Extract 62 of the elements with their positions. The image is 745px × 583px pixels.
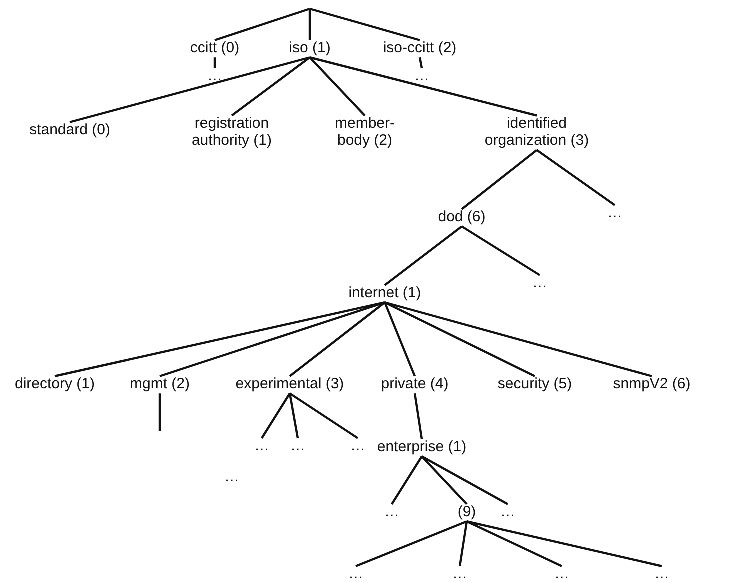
tree-line bbox=[288, 393, 300, 439]
tree-line bbox=[414, 393, 424, 440]
tree-node-label: … bbox=[348, 565, 364, 583]
tree-line bbox=[310, 56, 538, 117]
tree-node-label: … bbox=[208, 67, 222, 85]
tree-line bbox=[384, 226, 463, 286]
tree-node-label: enterprise (1) bbox=[377, 438, 467, 456]
tree-line bbox=[384, 302, 652, 378]
tree-line bbox=[214, 8, 310, 42]
tree-line bbox=[461, 226, 541, 276]
tree-node-label: standard (0) bbox=[30, 121, 110, 139]
tree-line bbox=[466, 520, 562, 568]
tree-node-label: experimental (3) bbox=[236, 375, 344, 393]
tree-line bbox=[356, 520, 468, 568]
tree-node-label: … bbox=[254, 437, 270, 455]
tree-line bbox=[461, 149, 538, 210]
tree-node-label: … bbox=[290, 437, 306, 455]
tree-node-label: dod (6) bbox=[438, 208, 486, 226]
tree-line bbox=[261, 393, 291, 439]
tree-node-label: security (5) bbox=[498, 375, 572, 393]
tree-node-label: member-body (2) bbox=[333, 114, 397, 150]
tree-line bbox=[289, 392, 359, 440]
tree-line bbox=[466, 520, 662, 568]
tree-node-label: … bbox=[554, 565, 570, 583]
tree-node-label: iso-ccitt (2) bbox=[383, 39, 457, 57]
tree-line bbox=[54, 302, 386, 378]
tree-line bbox=[289, 302, 386, 378]
tree-node-label: … bbox=[500, 503, 516, 521]
tree-node-label: … bbox=[452, 565, 468, 583]
tree-node-label: … bbox=[608, 204, 622, 222]
tree-node-label: internet (1) bbox=[348, 284, 422, 302]
tree-node-label: … bbox=[384, 503, 400, 521]
tree-line bbox=[308, 9, 312, 40]
tree-line bbox=[158, 394, 162, 431]
tree-line bbox=[458, 521, 468, 567]
tree-line bbox=[418, 57, 424, 69]
tree-line bbox=[310, 8, 420, 42]
tree-node-label: … bbox=[414, 67, 430, 85]
tree-node-label: … bbox=[532, 274, 548, 292]
tree-node-label: directory (1) bbox=[14, 375, 96, 393]
tree-node-label: private (4) bbox=[381, 375, 449, 393]
tree-node-label: snmpV2 (6) bbox=[613, 375, 691, 393]
tree-line bbox=[309, 56, 366, 116]
tree-node-label: … bbox=[350, 437, 366, 455]
tree-line bbox=[231, 56, 311, 117]
tree-node-label: identified organization (3) bbox=[482, 114, 592, 150]
tree-line bbox=[536, 149, 616, 206]
tree-line bbox=[384, 302, 416, 377]
tree-line bbox=[384, 302, 536, 378]
tree-node-label: iso (1) bbox=[289, 39, 331, 57]
tree-node-label: ccitt (0) bbox=[190, 39, 240, 57]
ellipsis-label: … bbox=[224, 468, 240, 486]
tree-line bbox=[421, 456, 509, 506]
tree-line bbox=[70, 56, 310, 124]
tree-line bbox=[214, 58, 216, 68]
tree-node-label: … bbox=[654, 565, 670, 583]
tree-node-label: registration authority (1) bbox=[177, 114, 287, 150]
tree-node-label: mgmt (2) bbox=[130, 375, 190, 393]
tree-node-label: (9) bbox=[458, 503, 476, 521]
tree-line bbox=[391, 456, 423, 505]
tree-line bbox=[160, 302, 386, 378]
tree-line bbox=[421, 456, 468, 506]
